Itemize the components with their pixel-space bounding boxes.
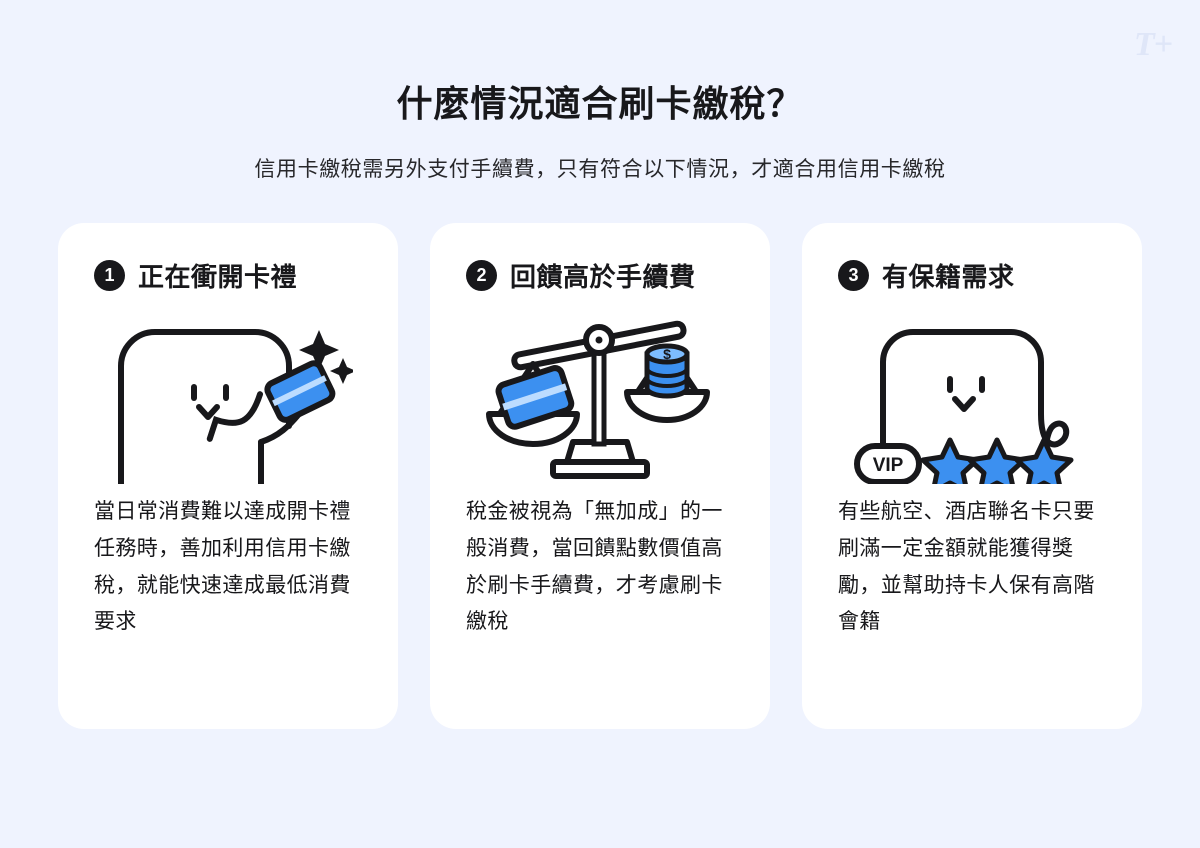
- card-item: 1 正在衝開卡禮: [58, 223, 398, 730]
- card-illustration: $: [458, 304, 742, 494]
- card-item: 3 有保籍需求 VIP: [802, 223, 1142, 730]
- card-title: 正在衝開卡禮: [138, 262, 298, 293]
- page-title: 什麼情況適合刷卡繳稅？: [396, 83, 804, 124]
- mascot-vip-stars-icon: VIP: [854, 329, 1074, 485]
- balance-scale-icon: $: [486, 320, 710, 480]
- card-item: 2 回饋高於手續費: [430, 223, 770, 730]
- card-number-badge: 1: [94, 260, 125, 292]
- header: 什麼情況適合刷卡繳稅？ 信用卡繳稅需另外支付手續費，只有符合以下情況，才適合用信…: [0, 0, 1200, 183]
- mascot-holding-credit-card-icon: [118, 329, 353, 485]
- card-illustration: VIP: [830, 304, 1114, 494]
- card-body-text: 稅金被視為「無加成」的一般消費，當回饋點數價值高於刷卡手續費，才考慮刷卡繳稅: [466, 500, 723, 634]
- page-subtitle: 信用卡繳稅需另外支付手續費，只有符合以下情況，才適合用信用卡繳稅: [254, 158, 946, 182]
- brand-watermark: T+: [1133, 26, 1173, 63]
- card-body-text: 當日常消費難以達成開卡禮任務時，善加利用信用卡繳稅，就能快速達成最低消費要求: [94, 500, 351, 634]
- card-illustration: [86, 304, 370, 494]
- card-title: 回饋高於手續費: [510, 262, 696, 293]
- vip-badge-label: VIP: [873, 455, 904, 476]
- card-number-badge: 2: [466, 260, 497, 292]
- card-header: 1 正在衝開卡禮: [86, 257, 370, 294]
- card-header: 2 回饋高於手續費: [458, 257, 742, 294]
- card-number-badge: 3: [838, 260, 869, 292]
- card-body-text: 有些航空、酒店聯名卡只要刷滿一定金額就能獲得獎勵，並幫助持卡人保有高階會籍: [838, 500, 1095, 634]
- card-header: 3 有保籍需求: [830, 257, 1114, 294]
- svg-text:$: $: [663, 346, 671, 362]
- card-list: 1 正在衝開卡禮: [58, 223, 1142, 730]
- card-title: 有保籍需求: [882, 262, 1015, 293]
